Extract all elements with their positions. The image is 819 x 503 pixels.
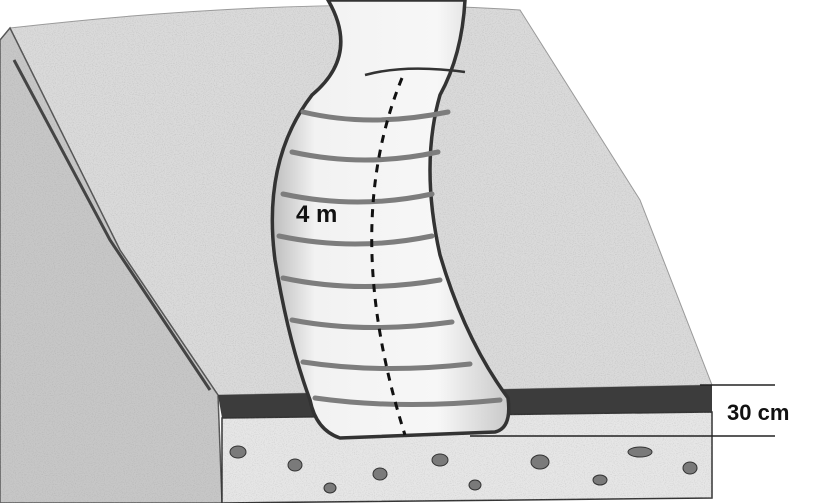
slab-thickness-label: 30 cm (727, 400, 789, 425)
tube-length-label: 4 m (296, 201, 337, 228)
